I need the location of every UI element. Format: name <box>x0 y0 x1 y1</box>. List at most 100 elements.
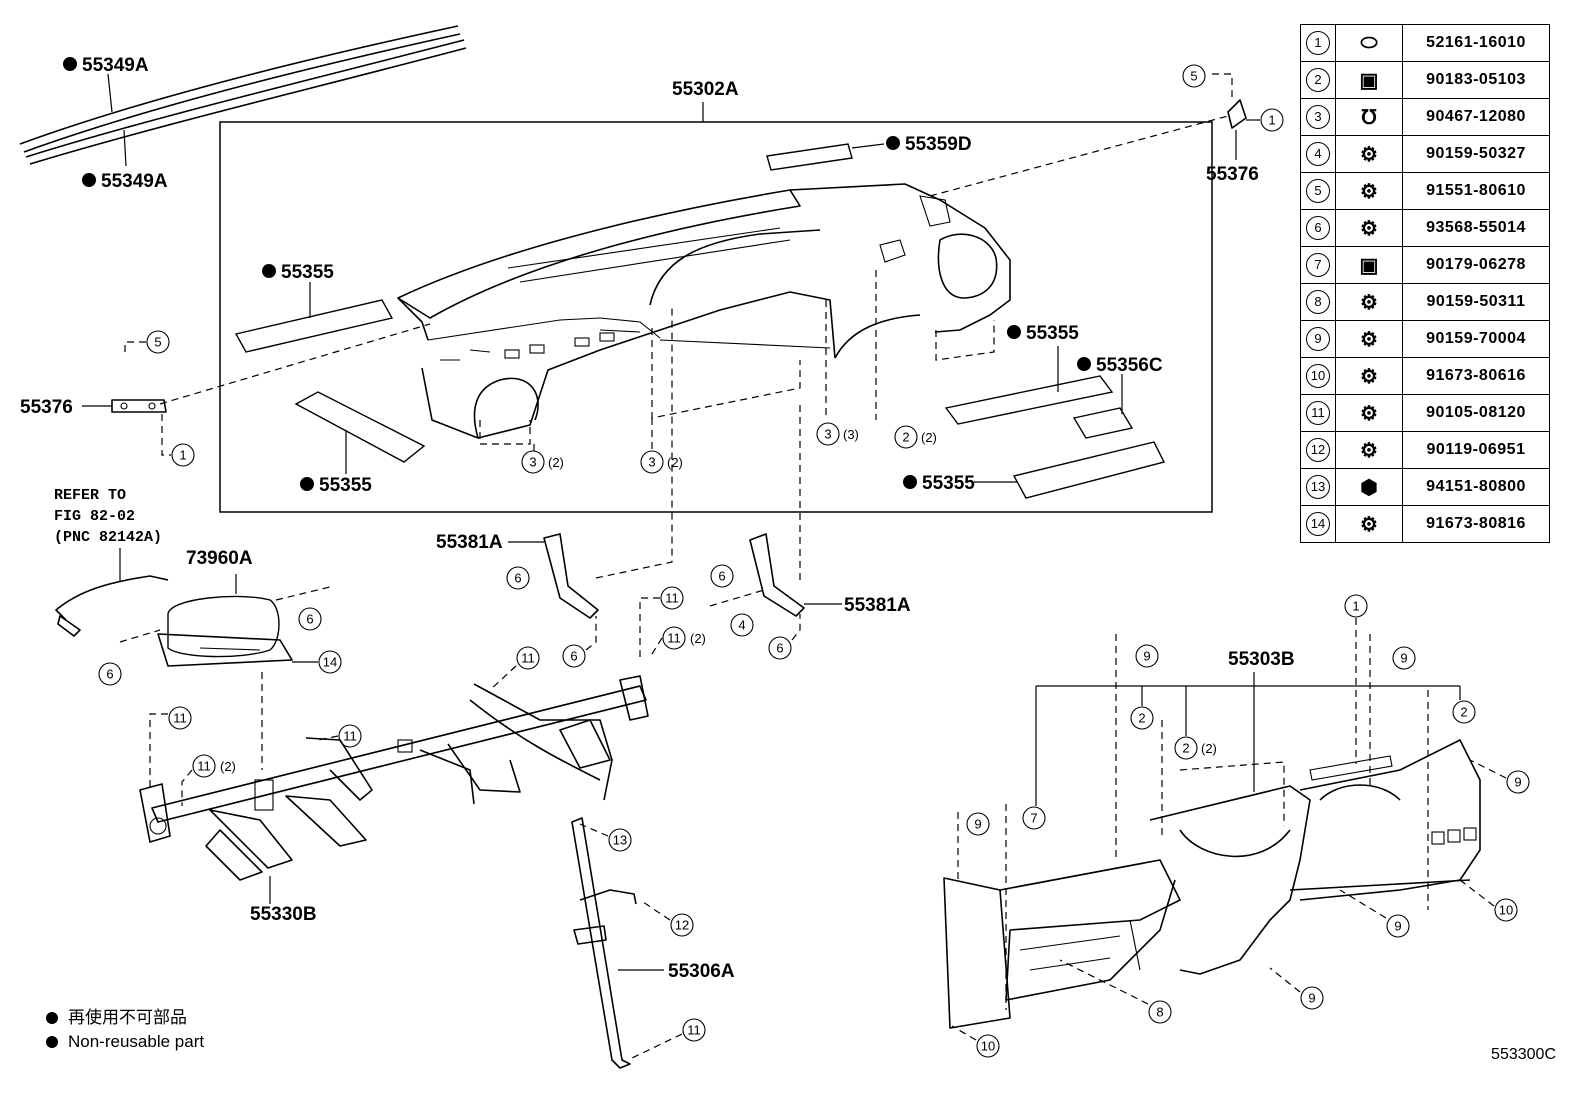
ref-number: 13 <box>1306 475 1330 499</box>
svg-text:4: 4 <box>738 618 745 633</box>
pad-55355-right-upper <box>944 346 1114 425</box>
table-row: 11⚙90105-08120 <box>1300 394 1550 432</box>
table-row: 7▣90179-06278 <box>1300 246 1550 284</box>
ref-number: 7 <box>1306 253 1330 277</box>
callout-55355-c: 55355 <box>1026 323 1079 344</box>
svg-text:11: 11 <box>197 759 211 774</box>
callout-55376-right: 55376 <box>1206 164 1259 185</box>
flange-bolt-icon: ⚙ <box>1335 505 1403 543</box>
assembly-frame <box>219 121 1213 513</box>
leader-dashes-panel <box>159 115 1229 452</box>
svg-text:2: 2 <box>1460 705 1467 720</box>
washer-screw-icon: ⚙ <box>1335 135 1403 173</box>
washer-screw-icon: ⚙ <box>1335 320 1403 358</box>
callout-55381A-left: 55381A <box>436 532 503 553</box>
legend: 再使用不可部品 Non-reusable part <box>46 1006 204 1054</box>
circled-callouts-panel: 5 1 3 (2) 3 (2) 3 (3) 2 (2) <box>124 330 937 474</box>
ref-number: 8 <box>1306 290 1330 314</box>
svg-text:11: 11 <box>667 631 681 646</box>
instrument-panel-drawing <box>397 183 1011 439</box>
part-number: 91673-80616 <box>1402 357 1550 395</box>
callout-55302A: 55302A <box>672 79 739 100</box>
svg-text:3: 3 <box>529 455 536 470</box>
pad-55355-right-lower <box>974 441 1166 499</box>
part-number: 94151-80800 <box>1402 468 1550 506</box>
callout-55330B: 55330B <box>250 904 317 925</box>
ref-number: 11 <box>1306 401 1330 425</box>
table-row: 12⚙90119-06951 <box>1300 431 1550 469</box>
svg-text:11: 11 <box>665 591 679 606</box>
callout-55303B: 55303B <box>1228 649 1295 670</box>
part-number: 90467-12080 <box>1402 98 1550 136</box>
svg-text:6: 6 <box>776 641 783 656</box>
table-row: 6⚙93568-55014 <box>1300 209 1550 247</box>
callout-55356C: 55356C <box>1096 355 1163 376</box>
callout-55381A-right: 55381A <box>844 595 911 616</box>
cross-member-drawing <box>139 675 649 881</box>
qty-3-2b: (2) <box>667 455 683 470</box>
refer-line1: REFER TO <box>54 487 126 504</box>
svg-text:9: 9 <box>1143 649 1150 664</box>
svg-text:3: 3 <box>824 427 831 442</box>
callout-55376-left: 55376 <box>20 397 73 418</box>
flange-nut-icon: ⬢ <box>1335 468 1403 506</box>
svg-text:9: 9 <box>1514 775 1521 790</box>
part-number: 90159-50311 <box>1402 283 1550 321</box>
ref-number: 1 <box>1306 31 1330 55</box>
svg-text:9: 9 <box>974 817 981 832</box>
svg-text:14: 14 <box>323 655 337 670</box>
svg-text:5: 5 <box>1190 69 1197 84</box>
washer-screw-icon: ⚙ <box>1335 172 1403 210</box>
qty-11-2a: (2) <box>690 631 706 646</box>
ref-number: 9 <box>1306 327 1330 351</box>
qty-11-2b: (2) <box>220 759 236 774</box>
ref-number: 2 <box>1306 68 1330 92</box>
callout-55349A-top: 55349A <box>82 55 149 76</box>
svg-text:1: 1 <box>179 448 186 463</box>
table-row: 10⚙91673-80616 <box>1300 357 1550 395</box>
spring-clip-icon: ℧ <box>1335 98 1403 136</box>
callout-55349A-bottom: 55349A <box>101 171 168 192</box>
speed-nut-icon: ▣ <box>1335 61 1403 99</box>
svg-text:1: 1 <box>1268 113 1275 128</box>
svg-text:6: 6 <box>106 667 113 682</box>
lower-panel-drawing <box>943 739 1481 1029</box>
bracket-55381A-right <box>709 404 842 617</box>
part-number: 90119-06951 <box>1402 431 1550 469</box>
ref-number: 4 <box>1306 142 1330 166</box>
part-number: 90105-08120 <box>1402 394 1550 432</box>
bullet-icon <box>46 1036 58 1048</box>
bullet-icon <box>46 1012 58 1024</box>
refer-line2: FIG 82-02 <box>54 508 135 525</box>
part-number: 90159-50327 <box>1402 135 1550 173</box>
table-row: 8⚙90159-50311 <box>1300 283 1550 321</box>
part-number: 93568-55014 <box>1402 209 1550 247</box>
part-number: 90159-70004 <box>1402 320 1550 358</box>
part-number: 90183-05103 <box>1402 61 1550 99</box>
table-row: 1⬭52161-16010 <box>1300 24 1550 62</box>
push-clip-icon: ⬭ <box>1335 24 1403 62</box>
svg-text:2: 2 <box>902 430 909 445</box>
svg-text:11: 11 <box>687 1023 701 1038</box>
callout-55355-d: 55355 <box>922 473 975 494</box>
speed-nut-icon: ▣ <box>1335 246 1403 284</box>
qty-3-2a: (2) <box>548 455 564 470</box>
svg-text:11: 11 <box>521 651 535 666</box>
pad-55355-left-upper <box>234 282 394 353</box>
washer-screw-icon: ⚙ <box>1335 209 1403 247</box>
qty-3-3: (3) <box>843 427 859 442</box>
svg-text:1: 1 <box>1352 599 1359 614</box>
svg-text:5: 5 <box>154 335 161 350</box>
table-row: 9⚙90159-70004 <box>1300 320 1550 358</box>
circled-callouts-lower-left: 6 6 14 6 6 6 4 6 11 11 (2) 11 11 11 11 (… <box>98 564 801 1059</box>
bracket-55376-right: 5 1 <box>1182 64 1284 160</box>
qty-2-2a: (2) <box>921 430 937 445</box>
svg-text:9: 9 <box>1394 919 1401 934</box>
table-row: 3℧90467-12080 <box>1300 98 1550 136</box>
table-row: 14⚙91673-80816 <box>1300 505 1550 543</box>
svg-text:9: 9 <box>1308 991 1315 1006</box>
bracket-55381A-left <box>508 306 673 619</box>
callout-73960A: 73960A <box>186 548 253 569</box>
